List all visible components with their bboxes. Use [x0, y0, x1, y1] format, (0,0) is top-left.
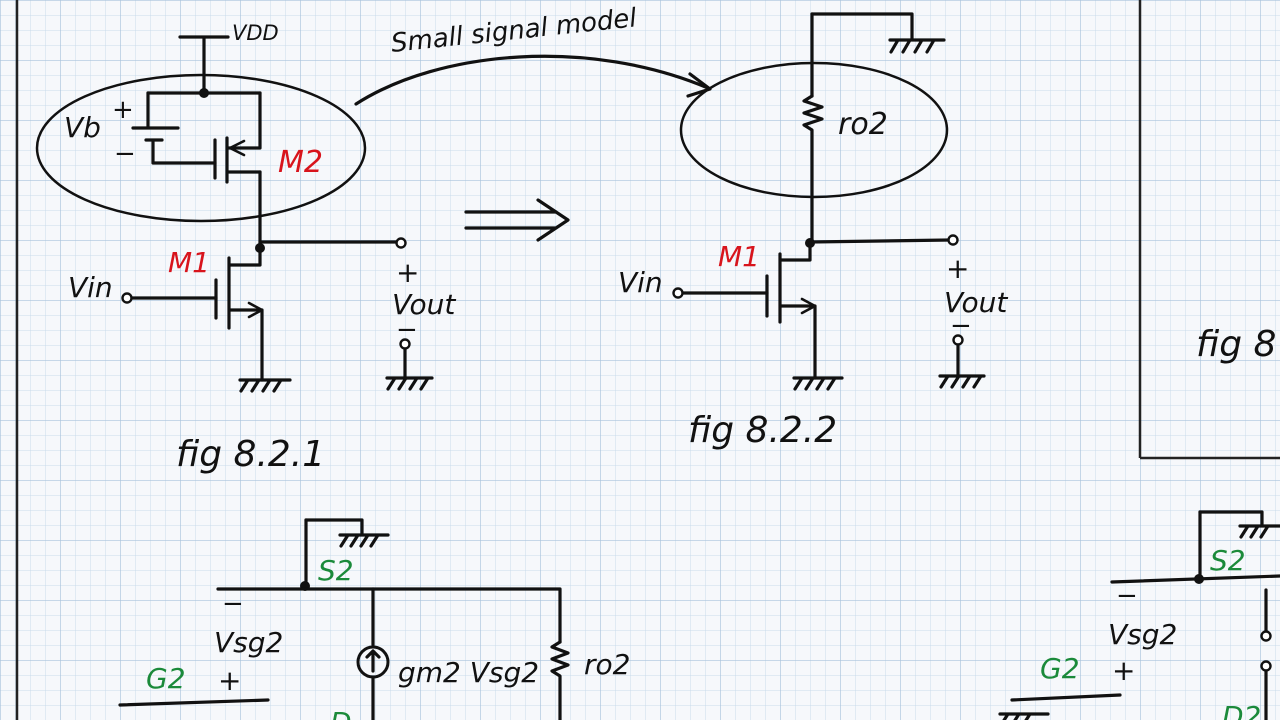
page-frame — [15, 0, 1280, 720]
vout-minus: − — [396, 315, 418, 345]
bottom-left-model: S2 − Vsg2 G2 + gm2 Vsg2 ro2 D — [118, 518, 630, 720]
vout-minus-2: − — [950, 311, 972, 341]
fig-8-2-1-caption: fig 8.2.1 — [176, 434, 325, 475]
vout-plus-2: + — [946, 252, 969, 285]
m2-ellipse — [35, 73, 367, 223]
vsg2-label: Vsg2 — [214, 626, 283, 659]
g2-label-right: G2 — [1040, 652, 1080, 685]
ro2-label-bottom: ro2 — [584, 648, 630, 681]
m1-label: M1 — [168, 246, 210, 279]
d-label: D — [330, 706, 352, 720]
s2-label-right: S2 — [1210, 544, 1246, 577]
bottom-right-model: S2 − Vsg2 G2 + D2 — [998, 510, 1280, 720]
d2-label-right: D2 — [1222, 700, 1261, 720]
vout-plus: + — [396, 256, 419, 289]
gm-source-label: gm2 Vsg2 — [398, 656, 539, 689]
ro2-ellipse — [679, 61, 949, 199]
vsg2-label-right: Vsg2 — [1108, 618, 1177, 651]
vb-label: Vb — [64, 111, 101, 144]
fig-partial-caption: fig 8 — [1196, 324, 1276, 365]
vb-minus: − — [114, 139, 136, 169]
fig-8-2-1-circuit: VDD Vb + − M2 M1 Vin + Vout — [35, 21, 456, 475]
vout-label-2: Vout — [944, 286, 1008, 319]
vin-label-2: Vin — [618, 266, 663, 299]
implies-arrow — [464, 198, 570, 242]
vdd-label: VDD — [232, 21, 279, 45]
vsg2-plus-right: + — [1112, 654, 1135, 687]
ro2-label: ro2 — [838, 107, 888, 142]
vb-plus: + — [112, 95, 134, 125]
vsg2-minus-right: − — [1116, 581, 1138, 611]
vin-label: Vin — [68, 271, 113, 304]
vout-label: Vout — [392, 288, 456, 321]
vsg2-minus: − — [222, 589, 244, 619]
m2-label: M2 — [278, 145, 323, 180]
g2-label: G2 — [146, 662, 186, 695]
fig-8-2-2-circuit: ro2 M1 Vin + Vout − fig 8.2.2 — [618, 12, 1008, 451]
m1-label-2: M1 — [718, 240, 760, 273]
vsg2-plus: + — [218, 664, 241, 697]
s2-label: S2 — [318, 554, 354, 587]
fig-8-2-2-caption: fig 8.2.2 — [688, 410, 837, 451]
